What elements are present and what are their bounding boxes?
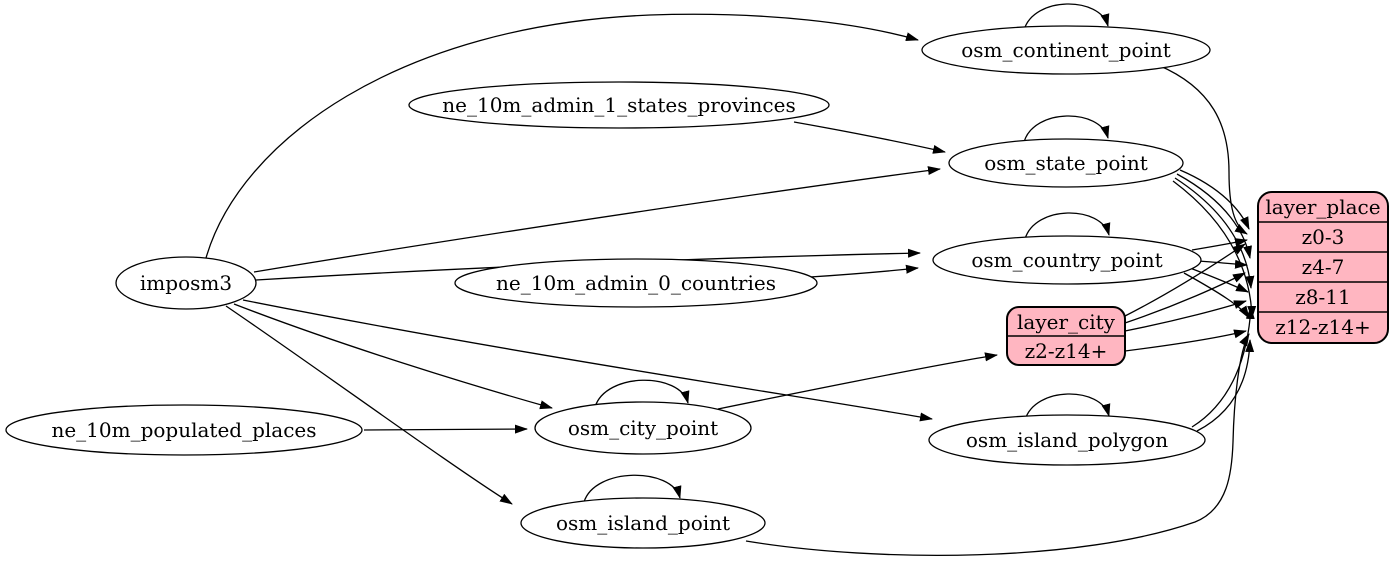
imposm3-shape	[115, 256, 257, 310]
edge-city-layer-city	[717, 352, 998, 410]
node-osm-country-point: osm_country_point	[932, 235, 1202, 285]
node-ne-10m-populated-places: ne_10m_populated_places	[5, 404, 363, 456]
edge-imposm3-continent	[205, 13, 919, 259]
layer-place-title: layer_place	[1265, 195, 1380, 219]
node-osm-island-polygon: osm_island_polygon	[928, 414, 1206, 466]
edge-ne-admin0-country	[809, 264, 919, 278]
layer-place-box	[1257, 191, 1389, 344]
city-label: osm_city_point	[568, 416, 718, 440]
edge-layer-city-z4-7	[1124, 272, 1246, 324]
island-polygon-label: osm_island_polygon	[966, 428, 1168, 452]
edge-ne-admin1-state	[793, 121, 946, 154]
city-shape	[534, 401, 752, 455]
edge-ne-populated-city	[363, 424, 528, 434]
edge-layer-city-z12-z14	[1124, 329, 1247, 352]
edge-country-z8-11	[1189, 267, 1249, 293]
record-layer-city: layer_city z2-z14+	[1006, 306, 1126, 366]
country-label: osm_country_point	[971, 248, 1162, 272]
layer-place-row-z8-11: z8-11	[1295, 285, 1350, 309]
imposm3-label: imposm3	[140, 271, 232, 295]
edge-group	[205, 3, 1257, 557]
self-loop-city	[594, 379, 690, 408]
ne-admin1-label: ne_10m_admin_1_states_provinces	[442, 93, 795, 117]
edge-state-z8-11	[1174, 177, 1255, 289]
continent-label: osm_continent_point	[961, 38, 1171, 62]
edge-continent-z0-3	[1157, 64, 1248, 235]
edge-imposm3-city	[233, 303, 553, 410]
edge-imposm3-island-point	[225, 305, 513, 505]
edge-island-point-z12-z14	[745, 333, 1250, 557]
state-shape	[948, 138, 1184, 188]
node-osm-city-point: osm_city_point	[534, 401, 752, 455]
layer-place-row-z4-7: z4-7	[1302, 255, 1345, 279]
self-loop-country	[1024, 212, 1111, 240]
edge-country-z12-z14	[1183, 272, 1250, 319]
country-shape	[932, 235, 1202, 285]
island-polygon-shape	[928, 414, 1206, 466]
node-ne-10m-admin-1-states-provinces: ne_10m_admin_1_states_provinces	[408, 81, 830, 129]
ne-populated-shape	[5, 404, 363, 456]
ne-admin0-label: ne_10m_admin_0_countries	[496, 271, 776, 295]
node-imposm3: imposm3	[115, 256, 257, 310]
ne-populated-label: ne_10m_populated_places	[51, 418, 316, 442]
edge-imposm3-island-polygon	[242, 299, 933, 422]
layer-city-row-z2-z14: z2-z14+	[1025, 339, 1108, 363]
edge-island-polygon-z12-z14	[1196, 339, 1255, 432]
continent-shape	[921, 25, 1211, 75]
edge-state-z0-3	[1179, 169, 1250, 230]
edge-layer-city-z8-11	[1124, 300, 1247, 332]
ne-admin1-shape	[408, 81, 830, 129]
island-point-label: osm_island_point	[556, 511, 730, 535]
record-layer-place: layer_place z0-3 z4-7 z8-11 z12-z14+	[1257, 191, 1389, 344]
node-osm-continent-point: osm_continent_point	[921, 25, 1211, 75]
state-label: osm_state_point	[984, 151, 1148, 175]
layer-place-row-z12-z14: z12-z14+	[1275, 315, 1371, 339]
self-loop-continent	[1023, 3, 1110, 31]
edge-island-polygon-z8-11	[1191, 306, 1255, 428]
self-loop-island-point	[583, 474, 682, 503]
layer-city-title: layer_city	[1017, 310, 1116, 334]
edge-imposm3-state	[253, 166, 941, 273]
node-ne-10m-admin-0-countries: ne_10m_admin_0_countries	[454, 258, 818, 308]
edge-state-z4-7	[1176, 173, 1252, 259]
self-loop-state	[1023, 115, 1110, 143]
node-osm-state-point: osm_state_point	[948, 138, 1184, 188]
layer-place-row-z0-3: z0-3	[1302, 225, 1345, 249]
self-loop-island-polygon	[1024, 393, 1111, 421]
island-point-shape	[520, 497, 766, 549]
node-osm-island-point: osm_island_point	[520, 497, 766, 549]
edge-country-z0-3	[1191, 238, 1248, 251]
edge-country-z4-7	[1196, 259, 1248, 269]
ne-admin0-shape	[454, 258, 818, 308]
edge-layer-city-z0-3	[1124, 243, 1246, 317]
